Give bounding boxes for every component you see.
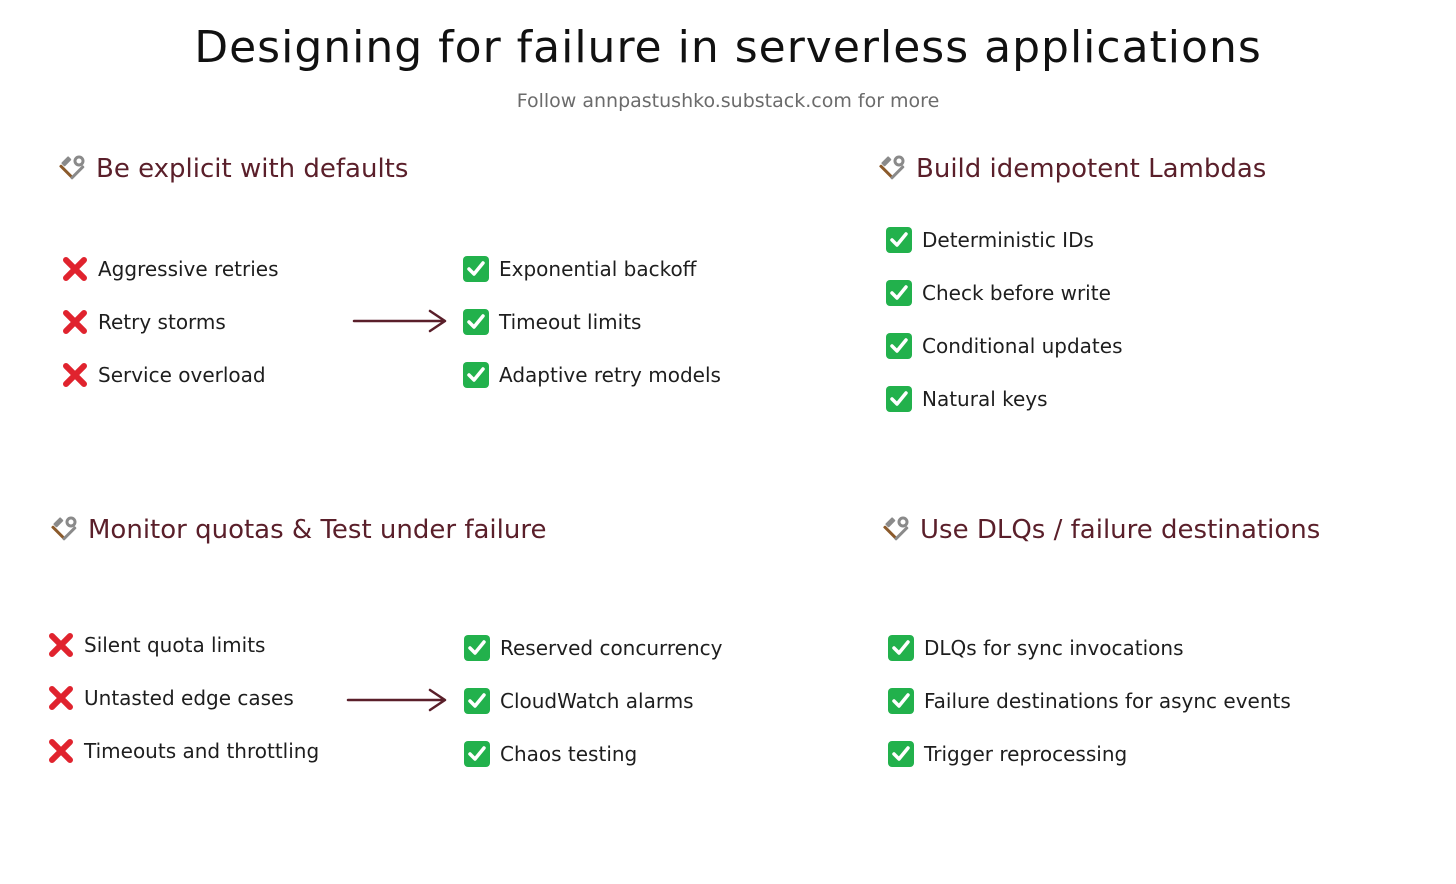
check-icon <box>888 635 914 661</box>
item-label: Conditional updates <box>922 334 1123 358</box>
section-title-quotas: Monitor quotas & Test under failure <box>50 515 546 545</box>
section-title-label: Be explicit with defaults <box>96 154 409 184</box>
arrow-right-icon <box>352 309 447 333</box>
section-title-idempotent: Build idempotent Lambdas <box>878 154 1266 184</box>
cross-icon <box>62 256 88 282</box>
page-title: Designing for failure in serverless appl… <box>194 22 1262 73</box>
cross-icon <box>48 685 74 711</box>
page-subtitle: Follow annpastushko.substack.com for mor… <box>516 90 940 112</box>
item-label: Untasted edge cases <box>84 686 294 710</box>
list-item-good: Check before write <box>886 280 1111 306</box>
check-icon <box>464 688 490 714</box>
list-item-bad: Retry storms <box>62 309 226 335</box>
list-item-good: Timeout limits <box>463 309 641 335</box>
list-item-good: Exponential backoff <box>463 256 696 282</box>
item-label: Check before write <box>922 281 1111 305</box>
list-item-good: Natural keys <box>886 386 1048 412</box>
cross-icon <box>62 362 88 388</box>
item-label: Reserved concurrency <box>500 636 723 660</box>
item-label: Adaptive retry models <box>499 363 721 387</box>
check-icon <box>886 280 912 306</box>
list-item-good: Chaos testing <box>464 741 637 767</box>
check-icon <box>886 386 912 412</box>
arrow-right-icon <box>346 688 447 712</box>
check-icon <box>886 333 912 359</box>
list-item-good: Conditional updates <box>886 333 1123 359</box>
cross-icon <box>48 632 74 658</box>
check-icon <box>888 688 914 714</box>
list-item-good: Failure destinations for async events <box>888 688 1291 714</box>
item-label: Exponential backoff <box>499 257 697 281</box>
item-label: Deterministic IDs <box>922 228 1094 252</box>
cross-icon <box>48 738 74 764</box>
item-label: Chaos testing <box>500 742 638 766</box>
section-title-dlq: Use DLQs / failure destinations <box>882 515 1320 545</box>
list-item-bad: Service overload <box>62 362 266 388</box>
section-title-label: Monitor quotas & Test under failure <box>88 515 547 545</box>
check-icon <box>463 256 489 282</box>
item-label: Aggressive retries <box>98 257 279 281</box>
hammer-wrench-icon <box>878 155 906 183</box>
item-label: Timeout limits <box>499 310 642 334</box>
list-item-good: Reserved concurrency <box>464 635 723 661</box>
item-label: Failure destinations for async events <box>924 689 1291 713</box>
check-icon <box>464 635 490 661</box>
hammer-wrench-icon <box>58 155 86 183</box>
item-label: Retry storms <box>98 310 226 334</box>
item-label: Trigger reprocessing <box>924 742 1128 766</box>
cross-icon <box>62 309 88 335</box>
check-icon <box>888 741 914 767</box>
item-label: Silent quota limits <box>84 633 266 657</box>
list-item-good: Trigger reprocessing <box>888 741 1127 767</box>
list-item-good: Deterministic IDs <box>886 227 1094 253</box>
section-title-defaults: Be explicit with defaults <box>58 154 408 184</box>
item-label: DLQs for sync invocations <box>924 636 1184 660</box>
list-item-good: Adaptive retry models <box>463 362 721 388</box>
list-item-bad: Untasted edge cases <box>48 685 294 711</box>
hammer-wrench-icon <box>882 516 910 544</box>
list-item-bad: Timeouts and throttling <box>48 738 319 764</box>
list-item-bad: Aggressive retries <box>62 256 279 282</box>
item-label: Timeouts and throttling <box>84 739 320 763</box>
hammer-wrench-icon <box>50 516 78 544</box>
section-title-label: Use DLQs / failure destinations <box>920 515 1321 545</box>
list-item-good: CloudWatch alarms <box>464 688 694 714</box>
item-label: Natural keys <box>922 387 1048 411</box>
item-label: CloudWatch alarms <box>500 689 694 713</box>
check-icon <box>463 362 489 388</box>
check-icon <box>463 309 489 335</box>
item-label: Service overload <box>98 363 266 387</box>
section-title-label: Build idempotent Lambdas <box>916 154 1267 184</box>
check-icon <box>886 227 912 253</box>
list-item-bad: Silent quota limits <box>48 632 265 658</box>
check-icon <box>464 741 490 767</box>
list-item-good: DLQs for sync invocations <box>888 635 1184 661</box>
